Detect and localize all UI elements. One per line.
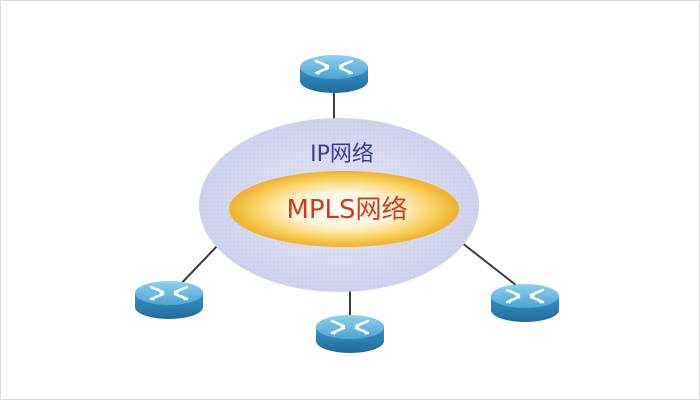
router-bottom-left-icon[interactable] [133, 279, 205, 321]
ip-network-label: IP网络 [310, 142, 374, 167]
mpls-network-label: MPLS网络 [286, 195, 407, 225]
mpls-network-core [229, 171, 459, 247]
link-bottom-right [456, 238, 522, 290]
link-bottom-left [175, 243, 220, 290]
router-top-icon[interactable] [298, 53, 370, 95]
network-links [175, 89, 522, 317]
router-bottom-center-icon[interactable] [314, 313, 386, 355]
router-bottom-right-icon[interactable] [489, 282, 561, 324]
